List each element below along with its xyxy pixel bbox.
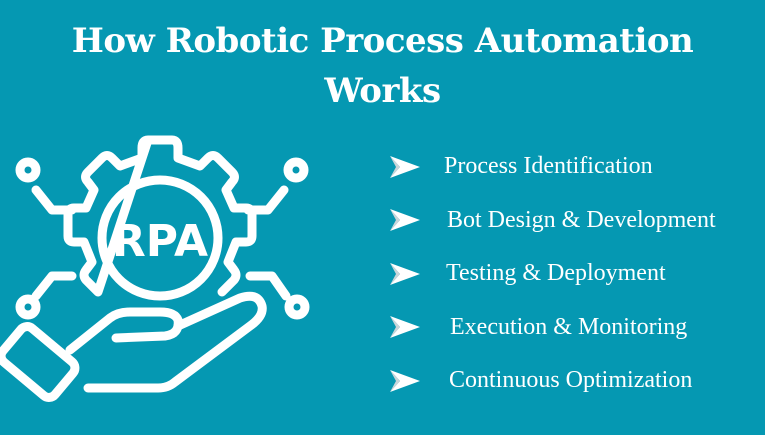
chevron-right-icon [390,155,420,178]
step-item: Process Identification [388,140,765,194]
step-label: Testing & Deployment [446,260,666,287]
step-label: Process Identification [444,153,653,180]
chevron-right-icon [390,316,420,339]
page-title: How Robotic Process Automation Works [0,16,765,116]
step-label: Bot Design & Development [447,206,716,233]
rpa-badge-text: RPA [112,216,208,267]
step-label: Execution & Monitoring [450,313,688,340]
title-line-2: Works [324,71,441,111]
chevron-right-icon [390,369,420,392]
title-line-1: How Robotic Process Automation [71,21,694,61]
step-item: Execution & Monitoring [388,301,765,355]
step-item: Bot Design & Development [388,194,765,248]
step-label: Continuous Optimization [449,367,693,394]
steps-list: Process Identification Bot Design & Deve… [388,140,765,408]
chevron-right-icon [390,262,420,285]
step-item: Continuous Optimization [388,354,765,408]
step-item: Testing & Deployment [388,247,765,301]
rpa-gear-hand-icon: RPA [0,130,330,430]
chevron-right-icon [390,209,420,232]
